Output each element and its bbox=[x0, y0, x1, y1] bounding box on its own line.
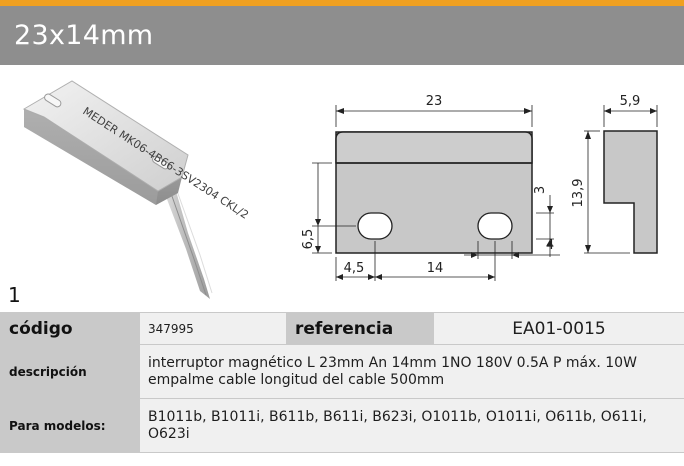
dim-spacing: 14 bbox=[427, 261, 444, 276]
descripcion-value: interruptor magnético L 23mm An 14mm 1NO… bbox=[139, 344, 684, 399]
dim-left: 4,5 bbox=[344, 261, 365, 276]
accent-line bbox=[0, 0, 684, 6]
dim-hole-width: 4 bbox=[546, 238, 554, 253]
side-view bbox=[603, 130, 658, 254]
image-area: MEDER MK06-4B66-3SV2304 CKL/2 23 bbox=[0, 65, 684, 312]
table-row: Para modelos: B1011b, B1011i, B611b, B61… bbox=[0, 398, 684, 453]
table-row: descripción interruptor magnético L 23mm… bbox=[0, 344, 684, 399]
product-photo: MEDER MK06-4B66-3SV2304 CKL/2 bbox=[22, 80, 250, 299]
referencia-value: EA01-0015 bbox=[433, 312, 684, 345]
codigo-label: código bbox=[0, 312, 140, 345]
mounting-hole-right bbox=[477, 212, 513, 240]
technical-drawing: 23 5,9 13,9 3 bbox=[301, 94, 658, 281]
table-row: código 347995 referencia EA01-0015 bbox=[0, 312, 684, 345]
referencia-label: referencia bbox=[286, 312, 434, 345]
dim-height: 13,9 bbox=[571, 179, 586, 208]
modelos-label: Para modelos: bbox=[0, 398, 140, 453]
product-title: 23x14mm bbox=[14, 20, 154, 51]
mounting-hole-left bbox=[357, 212, 393, 240]
dim-hole-height: 3 bbox=[533, 186, 548, 194]
title-bar: 23x14mm bbox=[0, 6, 684, 65]
dim-side-width: 5,9 bbox=[620, 94, 641, 109]
modelos-value: B1011b, B1011i, B611b, B611i, B623i, O10… bbox=[139, 398, 684, 453]
dim-width: 23 bbox=[426, 94, 443, 109]
figure-number: 1 bbox=[8, 283, 21, 307]
descripcion-label: descripción bbox=[0, 344, 140, 399]
codigo-value: 347995 bbox=[139, 312, 287, 345]
dim-hole-vertical: 6,5 bbox=[301, 229, 316, 250]
spec-table: código 347995 referencia EA01-0015 descr… bbox=[0, 312, 684, 453]
